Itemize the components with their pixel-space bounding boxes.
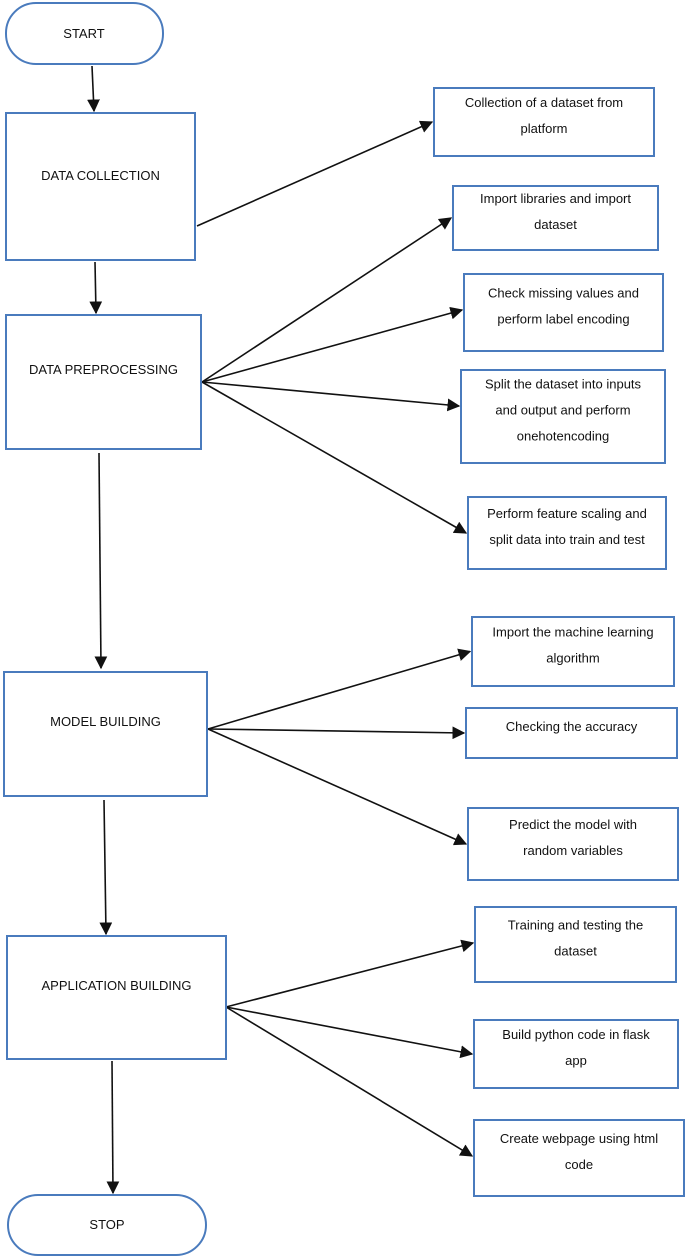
step-box-shape	[433, 87, 655, 157]
stage-label: DATA COLLECTION	[41, 168, 160, 183]
stop-terminal: STOP	[7, 1194, 207, 1256]
step-box-shape	[467, 807, 679, 881]
arrow-stage-4-to-step-1	[225, 939, 475, 1008]
step-text: Build python code in flask	[502, 1027, 650, 1042]
step-text: Import libraries and import	[480, 191, 631, 206]
arrow-stage-4-to-step-3	[225, 1006, 474, 1157]
arrow-stage-3-to-step-3	[207, 728, 468, 846]
arrow-stage-4-to-step-2	[225, 1006, 474, 1059]
arrow-preprocessing-to-model	[94, 452, 108, 670]
stage-box	[6, 935, 227, 1060]
arrow-stage-1-to-step-1	[196, 120, 434, 227]
step-text: dataset	[554, 944, 597, 959]
step-box-shape	[471, 616, 675, 687]
step-text: perform label encoding	[497, 312, 629, 327]
step-box-3-1: Import the machine learning algorithm	[471, 616, 675, 687]
stage-3: MODEL BUILDING	[3, 671, 208, 797]
step-box-4-3: Create webpage using html code	[473, 1119, 685, 1197]
step-text: random variables	[523, 843, 623, 858]
step-text: Check missing values and	[488, 286, 639, 301]
step-text: Collection of a dataset from	[465, 95, 623, 110]
stage-label: APPLICATION BUILDING	[41, 978, 191, 993]
arrow-application-to-stop	[106, 1060, 120, 1195]
start-shape	[5, 2, 164, 65]
arrow-stage-2-to-step-4	[201, 381, 468, 534]
step-text: Checking the accuracy	[506, 719, 638, 734]
step-box-shape	[467, 496, 667, 570]
step-text: and output and perform	[495, 403, 630, 418]
stage-2: DATA PREPROCESSING	[5, 314, 202, 450]
step-text: split data into train and test	[489, 532, 645, 547]
stop-label: STOP	[89, 1217, 124, 1232]
step-text: Perform feature scaling and	[487, 506, 647, 521]
stage-4: APPLICATION BUILDING	[6, 935, 227, 1060]
arrow-stage-3-to-step-1	[207, 648, 472, 730]
stage-box	[3, 671, 208, 797]
step-box-shape	[465, 707, 678, 759]
step-text: app	[565, 1053, 587, 1068]
step-text: Import the machine learning	[492, 625, 653, 640]
step-box-3-3: Predict the model with random variables	[467, 807, 679, 881]
step-box-shape	[460, 369, 666, 464]
step-box-shape	[452, 185, 659, 251]
step-text: platform	[521, 121, 568, 136]
step-box-shape	[473, 1119, 685, 1197]
arrow-collection-to-preprocessing	[89, 261, 103, 315]
arrow-start-to-collection	[87, 65, 100, 113]
step-box-1-1: Collection of a dataset from platform	[433, 87, 655, 157]
step-box-4-1: Training and testing the dataset	[474, 906, 677, 983]
arrow-model-to-application	[99, 799, 113, 936]
stage-1: DATA COLLECTION	[5, 112, 196, 261]
step-box-shape	[474, 906, 677, 983]
stage-box	[5, 314, 202, 450]
step-box-2-4: Perform feature scaling and split data in…	[467, 496, 667, 570]
step-box-2-2: Check missing values and perform label en…	[463, 273, 664, 352]
start-label: START	[63, 26, 104, 41]
step-box-2-3: Split the dataset into inputs and output …	[460, 369, 666, 464]
step-box-4-2: Build python code in flask app	[473, 1019, 679, 1089]
step-text: Split the dataset into inputs	[485, 377, 642, 392]
step-text: code	[565, 1157, 593, 1172]
step-text: dataset	[534, 217, 577, 232]
stop-shape	[7, 1194, 207, 1256]
step-text: onehotencoding	[517, 429, 610, 444]
step-text: Training and testing the	[508, 918, 643, 933]
step-text: Create webpage using html	[500, 1131, 658, 1146]
arrow-stage-2-to-step-2	[201, 306, 464, 383]
arrow-stage-2-to-step-3	[201, 381, 461, 412]
stage-label: MODEL BUILDING	[50, 714, 161, 729]
step-text: algorithm	[546, 651, 599, 666]
step-text: Predict the model with	[509, 817, 637, 832]
arrow-stage-3-to-step-2	[207, 726, 466, 740]
step-box-3-2: Checking the accuracy	[465, 707, 678, 759]
stage-label: DATA PREPROCESSING	[29, 362, 178, 377]
arrow-stage-2-to-step-1	[201, 217, 453, 383]
stage-box	[5, 112, 196, 261]
start-terminal: START	[5, 2, 164, 65]
step-box-2-1: Import libraries and import dataset	[452, 185, 659, 251]
step-box-shape	[473, 1019, 679, 1089]
step-box-shape	[463, 273, 664, 352]
